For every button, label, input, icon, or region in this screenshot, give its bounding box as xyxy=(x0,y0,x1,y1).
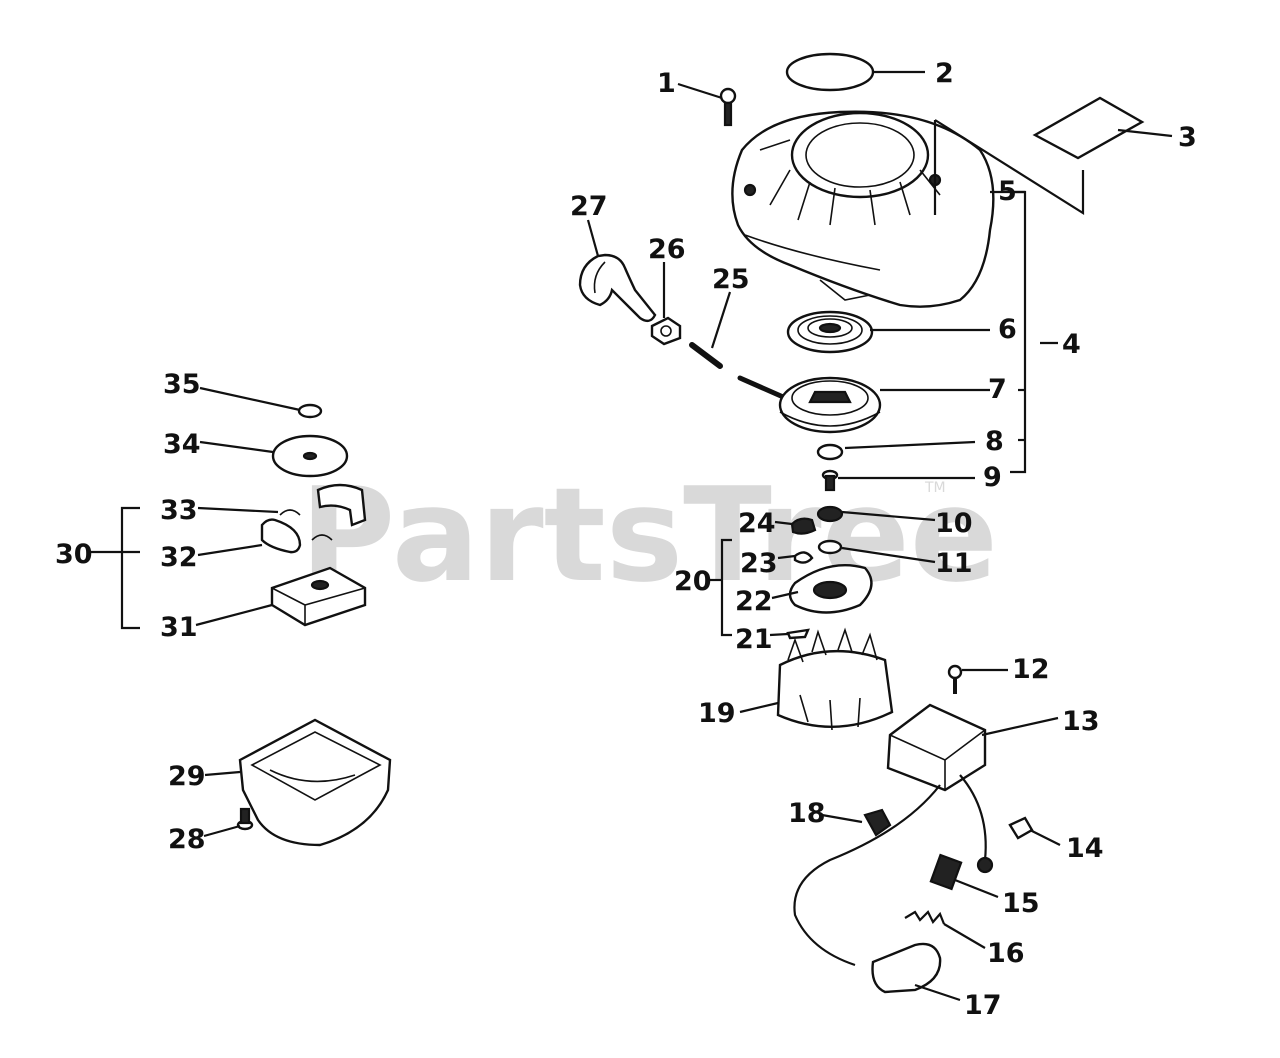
callout-4: 4 xyxy=(1062,329,1081,360)
leader-lines xyxy=(90,70,1173,1002)
callout-30: 30 xyxy=(55,539,93,570)
callout-3: 3 xyxy=(1178,122,1197,153)
callout-13: 13 xyxy=(1062,706,1100,737)
watermark-tm: TM xyxy=(924,480,946,496)
callout-18: 18 xyxy=(788,798,826,829)
part-23-spring xyxy=(793,551,814,564)
callout-12: 12 xyxy=(1012,654,1050,685)
callout-7: 7 xyxy=(988,374,1007,405)
callout-16: 16 xyxy=(987,938,1025,969)
part-34-disc xyxy=(271,434,349,478)
part-16-spring xyxy=(904,910,946,925)
part-27-starter-handle xyxy=(578,253,657,323)
callout-28: 28 xyxy=(168,824,206,855)
callout-17: 17 xyxy=(964,990,1002,1021)
callout-20: 20 xyxy=(674,566,712,597)
callout-10: 10 xyxy=(935,508,973,539)
part-25-pin xyxy=(689,342,723,369)
callout-35: 35 xyxy=(163,369,201,400)
callout-29: 29 xyxy=(168,761,206,792)
part-6-recoil-spring xyxy=(786,310,874,354)
part-8-washer xyxy=(816,443,844,461)
callouts: 1 2 3 4 5 6 7 8 9 10 11 12 13 14 15 16 1… xyxy=(55,58,1197,1021)
callout-8: 8 xyxy=(985,426,1004,457)
part-11-washer xyxy=(817,539,843,555)
callout-9: 9 xyxy=(983,462,1002,493)
callout-33: 33 xyxy=(160,495,198,526)
part-28-bolt xyxy=(236,807,254,831)
callout-24: 24 xyxy=(738,508,776,539)
brackets xyxy=(120,190,1027,637)
part-24-pawl xyxy=(790,517,817,535)
callout-21: 21 xyxy=(735,624,773,655)
callout-25: 25 xyxy=(712,264,750,295)
part-9-bolt xyxy=(821,469,839,492)
callout-11: 11 xyxy=(935,548,973,579)
part-1-screw xyxy=(719,87,737,127)
part-21-clip xyxy=(786,628,810,640)
callout-27: 27 xyxy=(570,191,608,222)
part-32-shoe xyxy=(260,518,302,554)
callout-2: 2 xyxy=(935,58,954,89)
part-13-ignition-module xyxy=(793,703,994,967)
callout-1: 1 xyxy=(657,68,676,99)
part-19-flywheel xyxy=(776,627,894,731)
callout-34: 34 xyxy=(163,429,201,460)
callout-15: 15 xyxy=(1002,888,1040,919)
callout-22: 22 xyxy=(735,586,773,617)
callout-5: 5 xyxy=(998,176,1017,207)
part-29-housing xyxy=(238,718,392,847)
callout-23: 23 xyxy=(740,548,778,579)
part-26-grommet xyxy=(650,316,682,346)
callout-14: 14 xyxy=(1066,833,1104,864)
part-14-nut xyxy=(1008,816,1034,840)
part-2-gasket xyxy=(785,52,875,92)
part-7-pulley xyxy=(778,376,882,434)
callout-31: 31 xyxy=(160,612,198,643)
part-5-bracket xyxy=(933,119,1085,215)
callout-19: 19 xyxy=(698,698,736,729)
part-3-label xyxy=(1032,96,1145,160)
part-12-screw xyxy=(947,664,963,694)
part-18-cap xyxy=(863,808,892,837)
part-35-washer xyxy=(297,403,323,419)
part-15-terminal xyxy=(929,853,963,891)
part-5-starter-housing xyxy=(731,110,995,308)
part-10-nut xyxy=(816,505,844,523)
callout-26: 26 xyxy=(648,234,686,265)
callout-6: 6 xyxy=(998,314,1017,345)
watermark-text: PartsTree xyxy=(300,459,998,611)
part-31-cover xyxy=(270,566,367,627)
part-22-ratchet xyxy=(788,564,873,614)
part-33-shoes xyxy=(279,483,367,541)
part-17-plug-boot xyxy=(871,942,942,994)
callout-32: 32 xyxy=(160,542,198,573)
